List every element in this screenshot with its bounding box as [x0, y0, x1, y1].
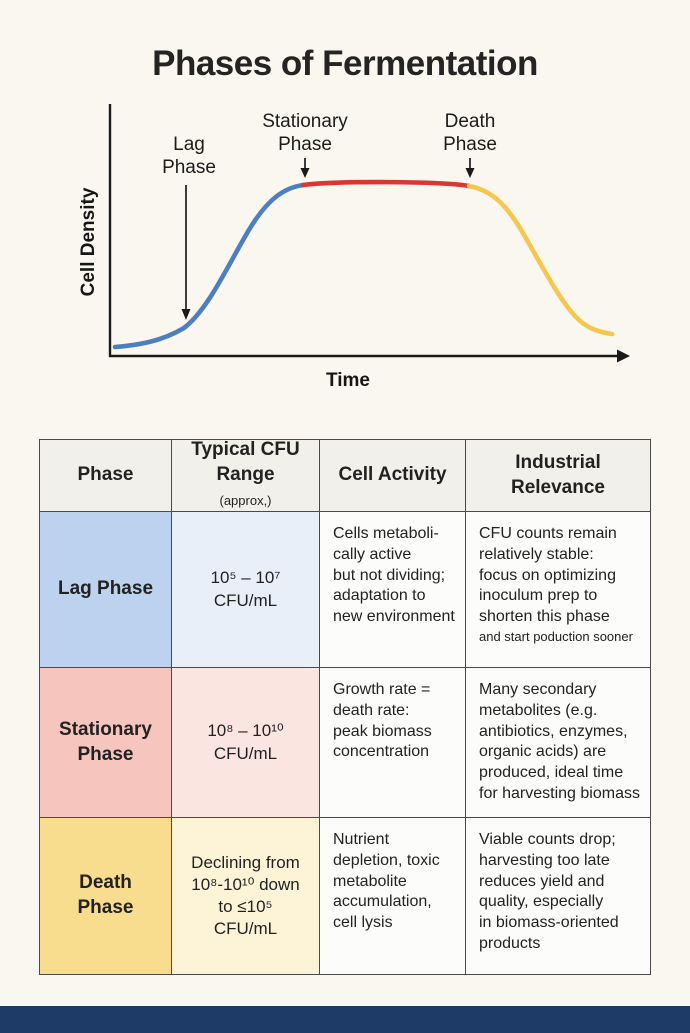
header-cell-phase: Phase	[40, 440, 172, 512]
relevance-text-lag: CFU counts remain relatively stable: foc…	[479, 525, 617, 626]
header-cell-cfu-range: Typical CFU Range (approx,)	[172, 439, 320, 512]
death-phase-annotation: Death Phase	[443, 111, 497, 178]
relevance-cell-lag: CFU counts remain relatively stable: foc…	[466, 512, 651, 668]
relevance-cell-death: Viable counts drop; harvesting too late …	[466, 818, 651, 975]
header-cell-activity: Cell Activity	[320, 440, 466, 512]
header-cfu-label: Typical CFU Range	[191, 439, 300, 486]
phase-cell-lag: Lag Phase	[40, 512, 172, 668]
activity-cell-lag: Cells metaboli- cally active but not div…	[320, 512, 466, 668]
header-phase-label: Phase	[77, 464, 134, 486]
death-phase-label-line2: Phase	[443, 134, 497, 155]
stationary-phase-arrowhead	[300, 168, 310, 178]
header-cfu-approx-label: (approx,)	[219, 492, 272, 508]
activity-cell-stationary: Growth rate = death rate: peak biomass c…	[320, 668, 466, 818]
curve-segment-death	[466, 183, 615, 337]
stationary-phase-label-line2: Phase	[278, 134, 332, 155]
phase-cell-death: Death Phase	[40, 818, 172, 975]
death-phase-arrowhead	[465, 168, 475, 178]
x-axis-label: Time	[326, 370, 370, 391]
stationary-phase-label-line1: Stationary	[262, 111, 348, 132]
y-axis-label: Cell Density	[78, 187, 99, 296]
header-activity-label: Cell Activity	[338, 464, 447, 486]
lag-phase-label-line2: Phase	[162, 157, 216, 178]
curve-segment-lag-growth	[112, 182, 306, 350]
cfu-cell-lag: 10⁵ – 10⁷ CFU/mL	[172, 512, 320, 668]
death-phase-label-line1: Death	[445, 111, 496, 132]
cfu-cell-death: Declining from 10⁸-10¹⁰ down to ≤10⁵ CFU…	[172, 818, 320, 975]
activity-cell-death: Nutrient depletion, toxic metabolite acc…	[320, 818, 466, 975]
growth-curve-chart: Cell Density Time Lag Phase Stationary P…	[0, 90, 690, 405]
growth-curve-svg: Cell Density Time Lag Phase Stationary P…	[78, 104, 630, 391]
header-cell-relevance: Industrial Relevance	[466, 440, 651, 512]
page-title: Phases of Fermentation	[152, 44, 538, 83]
lag-phase-label-line1: Lag	[173, 134, 205, 155]
relevance-note-lag: and start poduction sooner	[479, 628, 633, 644]
cfu-cell-stationary: 10⁸ – 10¹⁰ CFU/mL	[172, 668, 320, 818]
stationary-phase-annotation: Stationary Phase	[262, 111, 348, 178]
lag-phase-arrowhead	[181, 309, 191, 320]
lag-phase-annotation: Lag Phase	[162, 134, 216, 320]
footer-bar	[0, 1006, 690, 1033]
x-axis-arrowhead	[617, 349, 630, 363]
relevance-cell-stationary: Many secondary metabolites (e.g. antibio…	[466, 668, 651, 818]
header-relevance-label: Industrial Relevance	[510, 451, 605, 498]
curve-segment-stationary	[300, 179, 472, 189]
phases-table: Phase Typical CFU Range (approx,) Cell A…	[39, 439, 651, 975]
phase-cell-stationary: Stationary Phase	[40, 668, 172, 818]
